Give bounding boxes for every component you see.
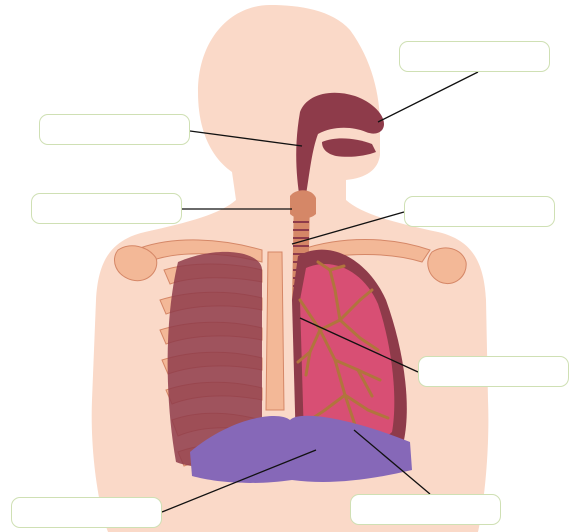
leader-line-nasal-cavity [378, 72, 478, 122]
label-box-larynx[interactable] [31, 193, 182, 224]
label-box-lung[interactable] [350, 494, 501, 525]
label-box-pharynx[interactable] [39, 114, 190, 145]
label-box-bronchi[interactable] [418, 356, 569, 387]
label-box-diaphragm[interactable] [11, 497, 162, 528]
label-box-trachea[interactable] [404, 196, 555, 227]
label-box-nasal-cavity[interactable] [399, 41, 550, 72]
